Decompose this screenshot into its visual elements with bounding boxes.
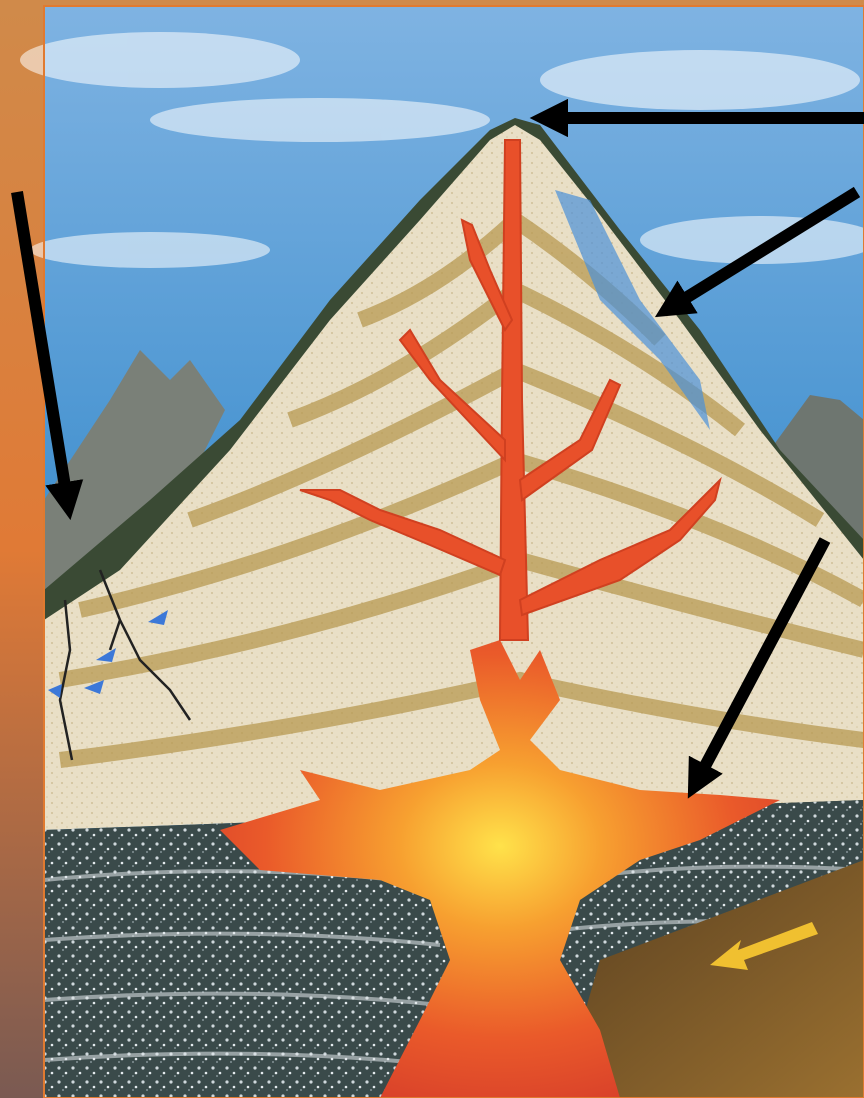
volcano-diagram: [0, 0, 864, 1098]
diagram-canvas: [0, 0, 864, 1098]
